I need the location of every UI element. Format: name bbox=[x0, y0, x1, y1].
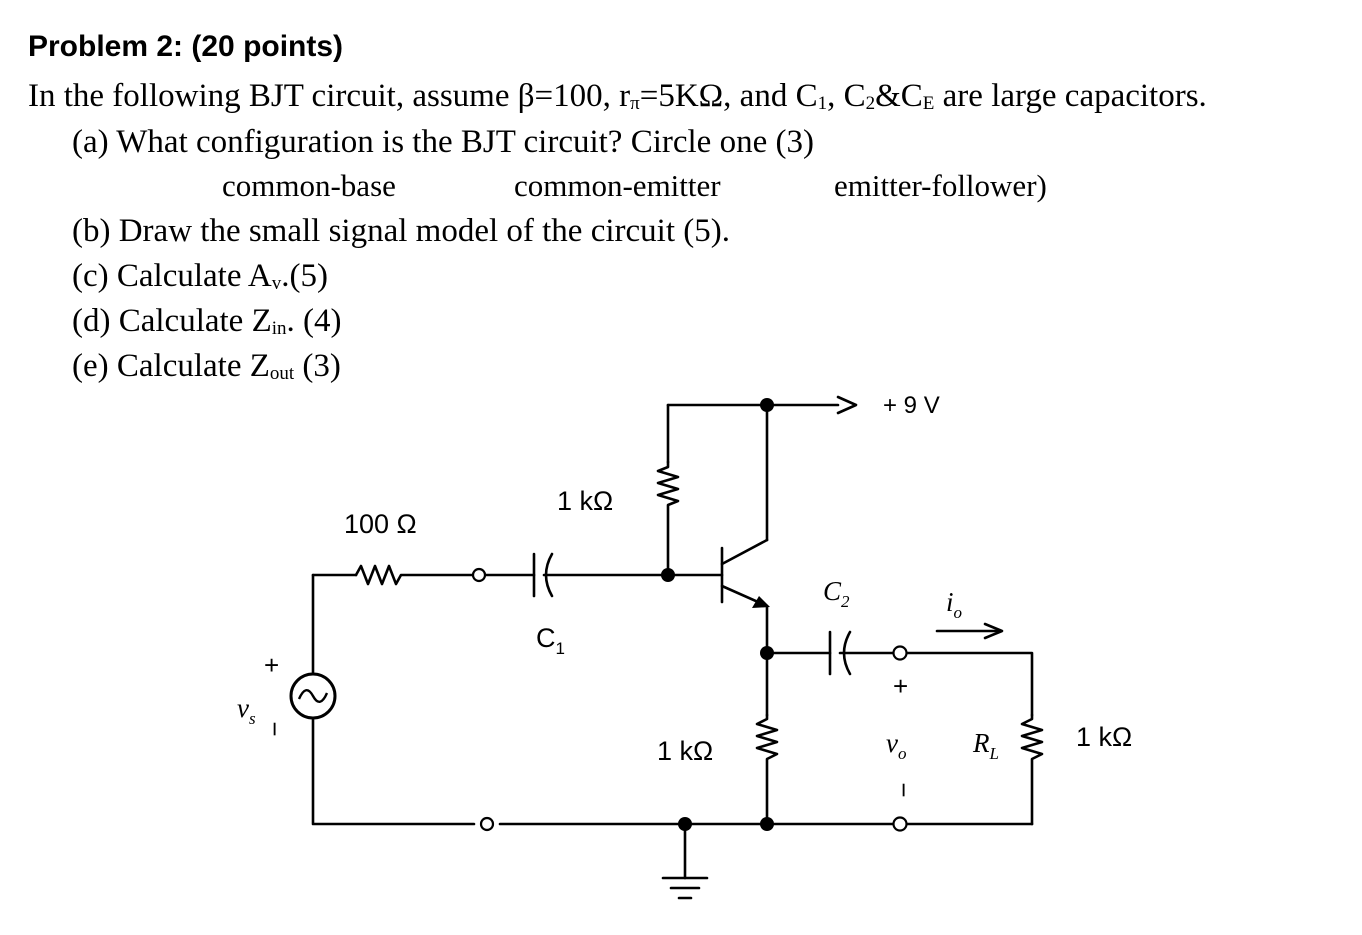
label-vs-minus: − bbox=[260, 721, 290, 736]
label-vo: vo bbox=[886, 728, 906, 763]
resistor-load bbox=[1020, 713, 1044, 826]
junction-dot bbox=[760, 646, 774, 660]
ac-source-sine-icon bbox=[297, 689, 329, 703]
label-supply-voltage: + 9 V bbox=[883, 392, 940, 419]
label-vo-minus: − bbox=[889, 782, 919, 797]
part-e-question: (e) Calculate Zout (3) bbox=[72, 348, 341, 384]
terminal-input-top bbox=[471, 567, 487, 583]
junction-dot bbox=[678, 817, 692, 831]
junction-dot bbox=[661, 568, 675, 582]
terminal-input-bottom bbox=[479, 816, 495, 832]
wire-source-bottom bbox=[311, 716, 476, 826]
terminal-output-top bbox=[892, 645, 908, 661]
option-common-base: common-base bbox=[222, 168, 396, 203]
transistor-emitter-arrowhead bbox=[752, 596, 770, 608]
problem-title: Problem 2: (20 points) bbox=[28, 30, 344, 63]
label-c2: C2 bbox=[823, 576, 850, 611]
transistor-collector-lead bbox=[720, 538, 769, 566]
part-b-question: (b) Draw the small signal model of the c… bbox=[72, 213, 730, 249]
part-d-question: (d) Calculate Zin. (4) bbox=[72, 303, 342, 339]
wire-output-top bbox=[905, 651, 1034, 717]
part-a-question: (a) What configuration is the BJT circui… bbox=[72, 124, 814, 160]
label-vo-plus: + bbox=[893, 671, 908, 701]
resistor-base bbox=[656, 460, 680, 577]
label-load-name: RL bbox=[972, 728, 999, 763]
label-vs: vs bbox=[237, 693, 256, 728]
label-source-resistor: 100 Ω bbox=[344, 509, 417, 539]
problem-intro: In the following BJT circuit, assume β=1… bbox=[28, 78, 1207, 114]
supply-arrow bbox=[836, 395, 858, 415]
terminal-output-bottom bbox=[892, 816, 908, 832]
part-c-question: (c) Calculate Av.(5) bbox=[72, 258, 328, 294]
label-vs-plus: + bbox=[264, 650, 279, 680]
junction-dot bbox=[760, 398, 774, 412]
option-common-emitter: common-emitter bbox=[514, 168, 721, 203]
resistor-emitter bbox=[755, 713, 779, 824]
label-c1: C1 bbox=[536, 623, 565, 658]
io-arrowhead bbox=[983, 622, 1004, 640]
resistor-source bbox=[354, 564, 476, 586]
option-emitter-follower: emitter-follower) bbox=[834, 168, 1047, 203]
label-emitter-resistor: 1 kΩ bbox=[657, 736, 713, 766]
junction-dot bbox=[760, 817, 774, 831]
label-base-resistor: 1 kΩ bbox=[557, 486, 613, 516]
label-load-resistor: 1 kΩ bbox=[1076, 722, 1132, 752]
label-io: io bbox=[946, 587, 962, 622]
